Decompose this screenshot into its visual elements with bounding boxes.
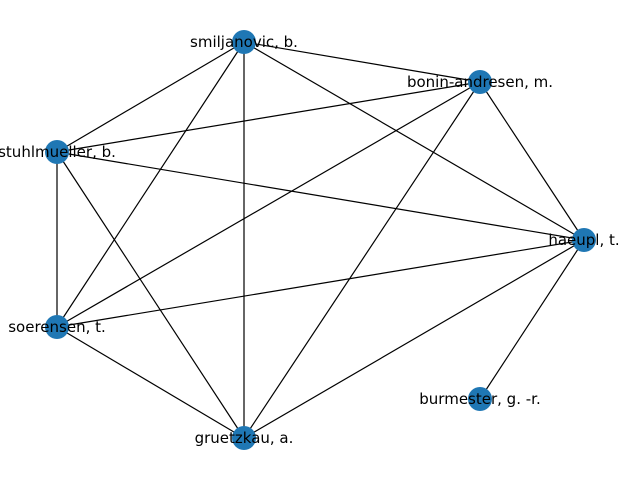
node-label-stuhlmueller: stuhlmueller, b. <box>0 143 116 161</box>
node-haeupl <box>572 228 596 252</box>
node-soerensen <box>45 315 69 339</box>
edge-smiljanovic-bonin <box>243 41 481 83</box>
edge-haeupl-burmester <box>479 239 585 400</box>
node-smiljanovic <box>232 30 256 54</box>
edge-bonin-gruetzkau <box>243 81 481 439</box>
node-gruetzkau <box>232 426 256 450</box>
node-label-smiljanovic: smiljanovic, b. <box>190 33 298 51</box>
edge-smiljanovic-soerensen <box>56 41 245 328</box>
labels-layer: smiljanovic, b. bonin-andresen, m. stuhlmu… <box>0 33 620 447</box>
node-label-soerensen: soerensen, t. <box>8 318 106 336</box>
edge-bonin-stuhlmueller <box>56 81 481 153</box>
node-label-haeupl: haeupl, t. <box>548 231 619 249</box>
edge-smiljanovic-stuhlmueller <box>56 41 245 153</box>
node-burmester <box>468 387 492 411</box>
edge-bonin-soerensen <box>56 81 481 328</box>
node-label-burmester: burmester, g. -r. <box>419 390 540 408</box>
edge-gruetzkau-haeupl <box>243 239 585 439</box>
edge-bonin-haeupl <box>479 81 585 241</box>
edge-soerensen-haeupl <box>56 239 585 328</box>
edges-layer <box>56 41 585 439</box>
edge-smiljanovic-haeupl <box>243 41 585 241</box>
edge-soerensen-gruetzkau <box>56 326 245 439</box>
edge-stuhlmueller-gruetzkau <box>56 151 245 439</box>
node-bonin <box>468 70 492 94</box>
node-label-bonin: bonin-andresen, m. <box>407 73 553 91</box>
node-label-gruetzkau: gruetzkau, a. <box>195 429 294 447</box>
edge-stuhlmueller-haeupl <box>56 151 585 241</box>
nodes-layer <box>45 30 596 450</box>
node-stuhlmueller <box>45 140 69 164</box>
